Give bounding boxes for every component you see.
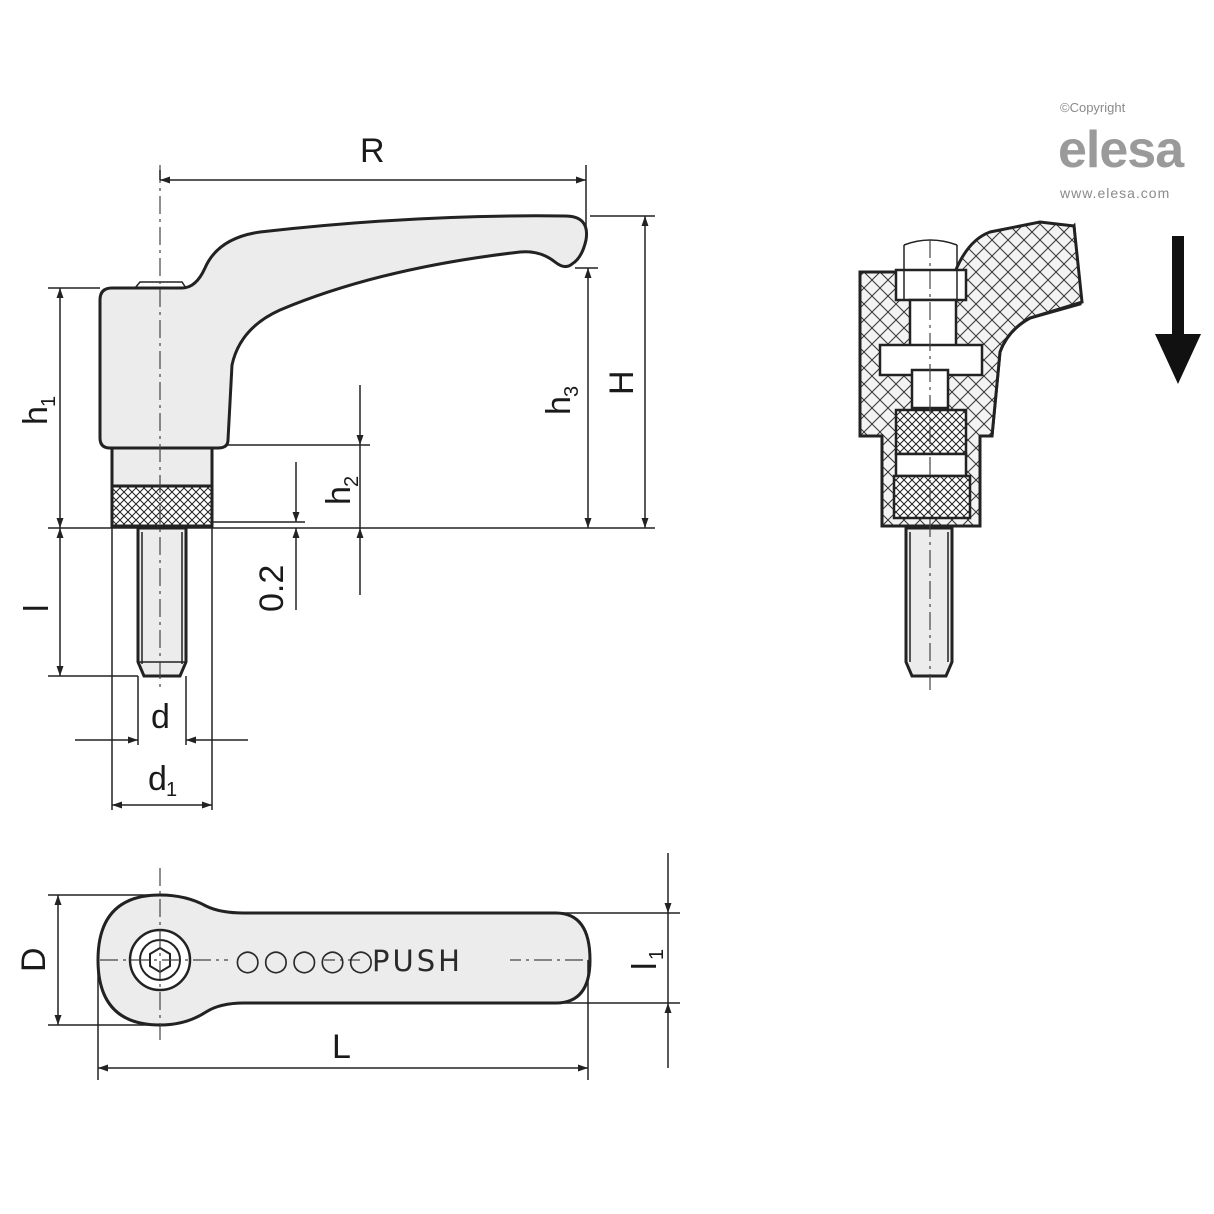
push-direction-arrow-icon (1155, 236, 1201, 384)
svg-text:h: h (17, 406, 55, 425)
dim-D-label: D (15, 947, 53, 972)
svg-text:1: 1 (166, 779, 177, 801)
section-pin (904, 526, 954, 678)
knurled-ring (110, 484, 214, 528)
svg-text:l: l (626, 962, 664, 970)
side-view: R H h 3 h 1 h 2 0.2 l d (17, 132, 655, 810)
dim-l1-label: l 1 (626, 949, 668, 970)
dim-h1-label: h 1 (17, 396, 60, 425)
svg-text:h: h (540, 396, 578, 415)
dim-gap-label: 0.2 (253, 565, 291, 612)
brand-url: www.elesa.com (1059, 185, 1170, 201)
watermark: ©Copyright elesa www.elesa.com (1058, 100, 1186, 201)
copyright-text: ©Copyright (1060, 100, 1126, 115)
svg-text:d: d (148, 760, 167, 798)
svg-text:1: 1 (646, 949, 668, 960)
dim-l-label: l (18, 604, 56, 612)
section-knurled-ring (892, 474, 972, 520)
dim-d1-label: d 1 (148, 760, 177, 801)
svg-text:h: h (320, 486, 358, 505)
section-view (858, 220, 1201, 690)
dim-r-label: R (360, 132, 385, 170)
svg-text:3: 3 (561, 386, 583, 397)
svg-text:2: 2 (341, 476, 363, 487)
lever-body (98, 214, 589, 450)
threaded-pin (136, 526, 188, 678)
dim-h3-label: h 3 (540, 386, 583, 415)
dim-h2-label: h 2 (320, 476, 363, 505)
inner-bush (894, 408, 968, 456)
top-view: ○○○○○ PUSH D L l 1 (15, 853, 680, 1080)
dot-marks: ○○○○○ (235, 943, 377, 977)
dim-h-label: H (603, 370, 641, 395)
dim-d-label: d (151, 698, 170, 736)
lever-neck (110, 446, 214, 488)
cavity-top (894, 268, 968, 302)
push-label: PUSH (372, 944, 463, 978)
svg-text:1: 1 (38, 396, 60, 407)
brand-logo: elesa (1058, 121, 1185, 179)
dim-L-label: L (332, 1028, 351, 1066)
